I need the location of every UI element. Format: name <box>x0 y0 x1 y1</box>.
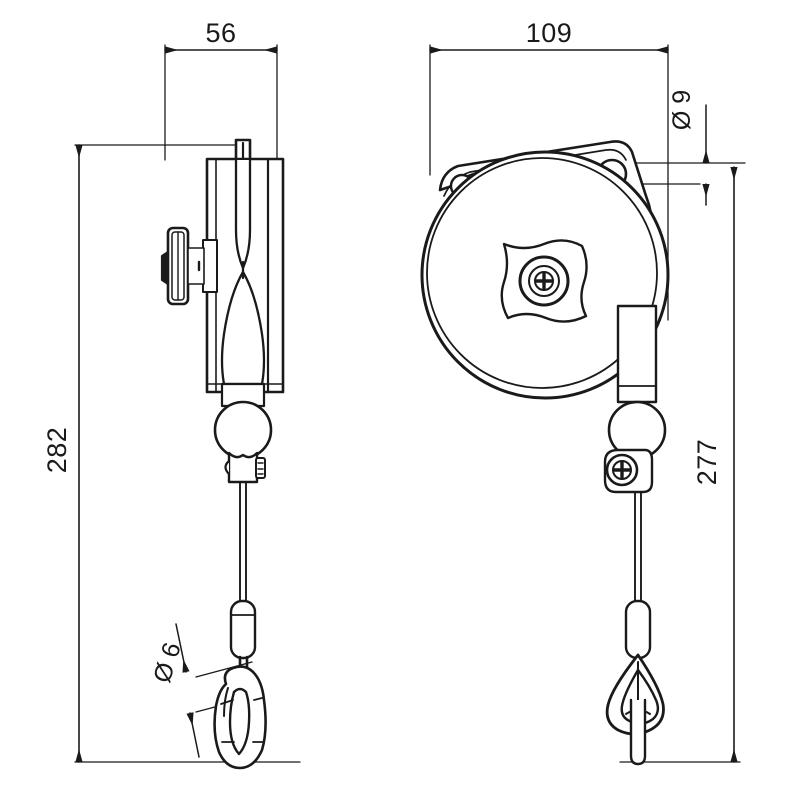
front-view-cable-tail <box>629 698 647 766</box>
side-view-ball-stopper <box>213 400 273 460</box>
side-view-assembly <box>160 138 285 770</box>
cable-clamp-screw <box>255 457 266 479</box>
dimension-line-d6-upper <box>175 623 190 673</box>
front-view-assembly <box>420 140 670 766</box>
dimension-label-height-282: 282 <box>42 427 72 474</box>
cable-tail-body <box>629 698 647 766</box>
hub-phillips-cross <box>534 271 554 291</box>
dimension-height-282 <box>74 144 301 763</box>
front-view-lower-stub <box>616 304 658 404</box>
knob-collar <box>187 247 205 285</box>
side-view-cable-clamp <box>224 451 266 484</box>
dimension-label-width-56: 56 <box>205 18 236 48</box>
front-view-cable-clamp <box>603 448 654 494</box>
knob-cap <box>160 250 170 286</box>
dimension-label-height-277: 277 <box>692 439 722 486</box>
extension-line-upper-d6 <box>195 661 253 678</box>
clamp-screw-phillips <box>612 460 632 480</box>
dimension-label-width-109: 109 <box>526 18 573 48</box>
ball-stopper-circle <box>213 400 273 460</box>
side-view-adjustment-knob <box>160 226 218 306</box>
side-view-internal-blade <box>220 158 266 386</box>
dimension-label-hole-diameter-9: Ø 9 <box>668 90 696 130</box>
dimension-width-56 <box>164 44 278 161</box>
carabiner-gate-line <box>223 687 229 717</box>
side-view-ferrule <box>229 599 257 660</box>
side-view-carabiner <box>213 665 267 770</box>
cable-clamp-left-lobe <box>224 459 231 476</box>
front-view-cable <box>634 491 642 603</box>
carabiner-right-seam-top <box>253 697 263 701</box>
lower-stub-body <box>616 304 658 404</box>
dimension-line-d6-lower <box>186 712 200 758</box>
side-view-cable <box>239 481 247 603</box>
carabiner-gate-notch <box>220 699 234 705</box>
carabiner-inner-opening <box>228 687 251 756</box>
internal-upper-blade <box>234 158 252 270</box>
ferrule-body <box>229 599 257 660</box>
drum-inner-circle <box>426 157 658 389</box>
front-view-center-hub <box>500 239 588 323</box>
cable-clamp-body <box>227 451 259 484</box>
knob-neck <box>202 239 218 293</box>
ferrule-body-front <box>624 599 652 660</box>
front-view-ferrule <box>624 599 652 660</box>
dimension-label-cable-diameter-6: Ø 6 <box>148 639 187 686</box>
